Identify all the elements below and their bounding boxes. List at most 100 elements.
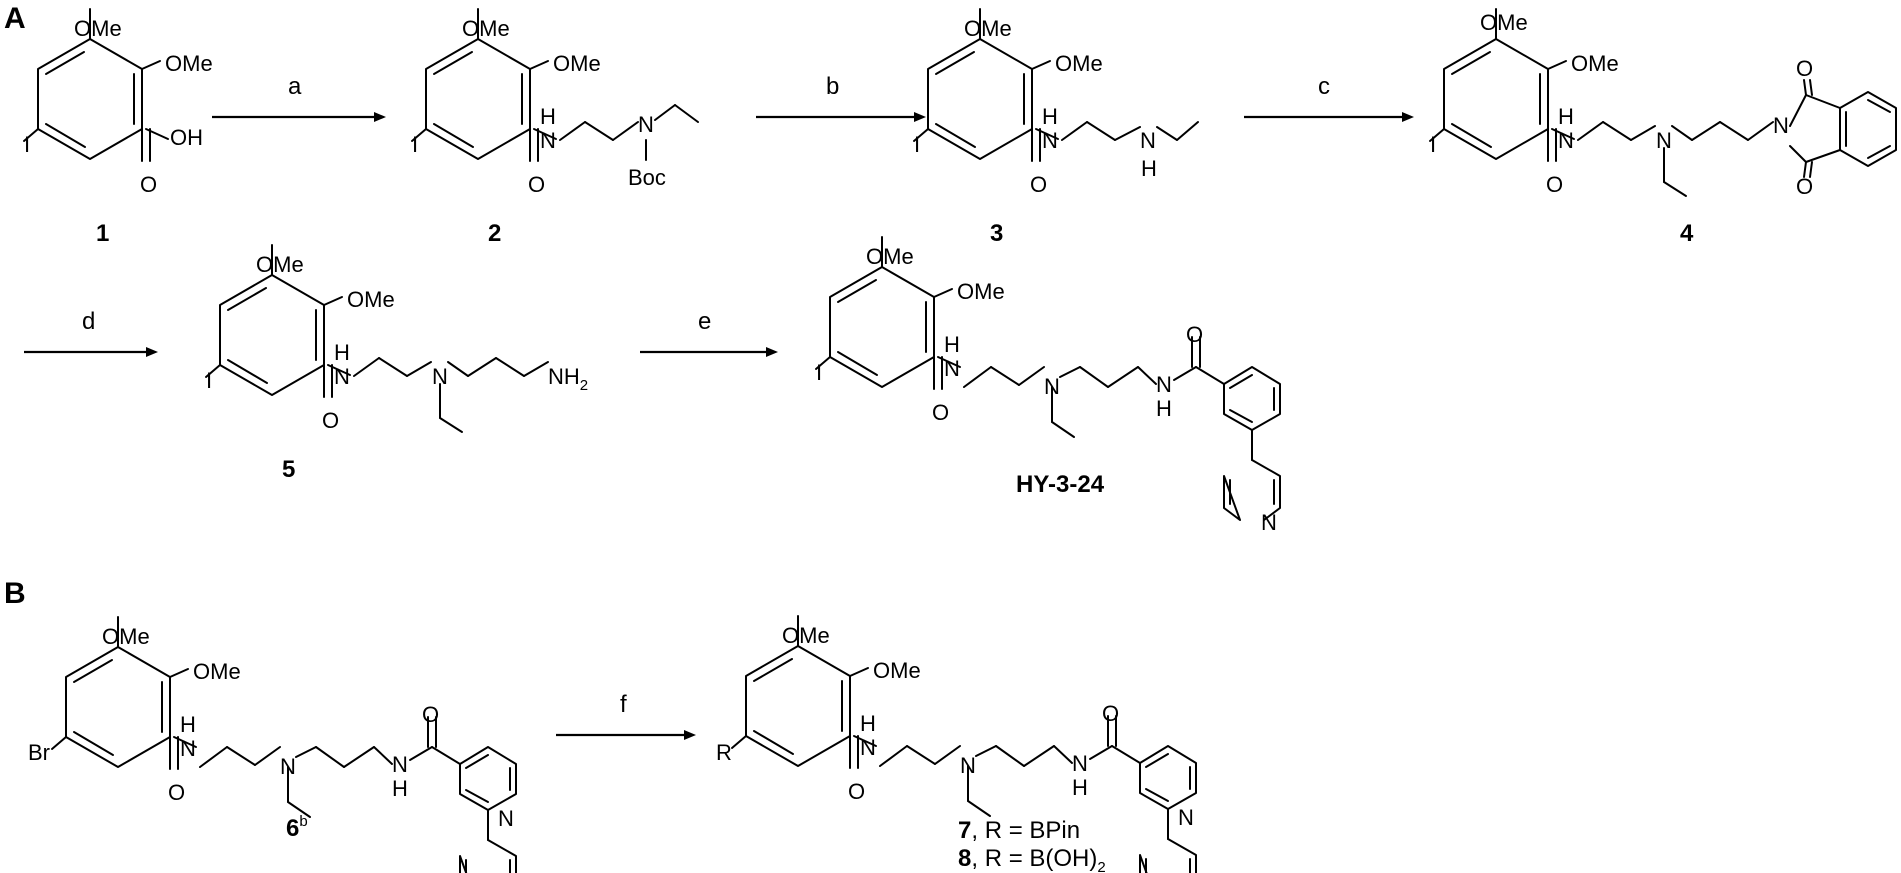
- atom-amide-nh-h: H: [1558, 104, 1574, 129]
- atom-carbonyl-o: O: [528, 172, 545, 197]
- atom-ome-meta: OMe: [462, 16, 510, 41]
- atom-amide-nh-h: H: [944, 332, 960, 357]
- atom-primary-amine: NH2: [548, 364, 588, 394]
- atom-amine-n: N: [280, 754, 296, 779]
- atom-ome-ortho: OMe: [193, 659, 241, 684]
- arrow-a: a: [212, 73, 386, 122]
- atom-amide2-n: N: [1156, 372, 1172, 397]
- atom-iodo: I: [206, 368, 212, 393]
- atom-pyridine-n: N: [1178, 805, 1194, 830]
- compound-label-3: 3: [990, 220, 1003, 247]
- atom-iodo: I: [412, 132, 418, 157]
- atom-ome-ortho: OMe: [347, 287, 395, 312]
- compound-label-hy-3-24: HY-3-24: [1016, 471, 1105, 498]
- compound-2-structure: OMe OMe I H N O N Boc 2: [411, 8, 699, 247]
- reagent-label-a: a: [288, 73, 302, 100]
- atom-amide-n: N: [540, 128, 556, 153]
- compound-label-7: 7, R = BPin: [958, 817, 1080, 844]
- compound-label-4: 4: [1680, 220, 1694, 247]
- atom-iodo: I: [816, 360, 822, 385]
- atom-carbonyl-o: O: [322, 408, 339, 433]
- atom-iodo: I: [24, 132, 30, 157]
- atom-amide-n: N: [1042, 128, 1058, 153]
- compound-label-2: 2: [488, 220, 501, 247]
- reagent-label-f: f: [620, 691, 627, 718]
- reagent-label-c: c: [1318, 73, 1330, 100]
- atom-carbonyl-o: O: [1030, 172, 1047, 197]
- arrow-e: e: [640, 308, 778, 357]
- compound-4-structure: OMe OMe I H N O N N O O 4: [1429, 8, 1897, 247]
- atom-carbonyl-o: O: [140, 172, 157, 197]
- atom-bromo: Br: [28, 740, 50, 765]
- reagent-label-b: b: [826, 73, 839, 100]
- reagent-label-e: e: [698, 308, 711, 335]
- atom-amine-h: H: [1141, 156, 1157, 181]
- atom-ome-meta: OMe: [964, 16, 1012, 41]
- atom-amide-n: N: [1558, 128, 1574, 153]
- atom-iodo: I: [914, 132, 920, 157]
- atom-amine-n: N: [432, 364, 448, 389]
- atom-carbonyl-o: O: [1546, 172, 1563, 197]
- compound-5-structure: OMe OMe I H N O N NH2 5: [205, 244, 588, 483]
- arrow-c: c: [1244, 73, 1414, 122]
- atom-amide-n: N: [944, 356, 960, 381]
- atom-amine-n: N: [1044, 374, 1060, 399]
- atom-ome-meta: OMe: [866, 244, 914, 269]
- arrow-f: f: [556, 691, 696, 740]
- atom-carbonyl2-o: O: [422, 702, 439, 727]
- atom-amine-n: N: [638, 112, 654, 137]
- atom-iodo: I: [1430, 132, 1436, 157]
- reagent-label-d: d: [82, 308, 95, 335]
- atom-oh: OH: [170, 125, 203, 150]
- atom-ome-ortho: OMe: [1055, 51, 1103, 76]
- atom-amide2-n: N: [1072, 751, 1088, 776]
- atom-ome-meta: OMe: [782, 623, 830, 648]
- atom-carbonyl2-o: O: [1102, 701, 1119, 726]
- arrow-d: d: [24, 308, 158, 357]
- atom-amine-n: N: [1140, 128, 1156, 153]
- panel-label-a: A: [4, 2, 26, 35]
- atom-carbonyl-o: O: [168, 780, 185, 805]
- atom-ome-ortho: OMe: [553, 51, 601, 76]
- atom-amide2-h: H: [392, 776, 408, 801]
- atom-ome-meta: OMe: [102, 624, 150, 649]
- atom-r-group: R: [716, 740, 732, 765]
- compound-6-structure: OMe OMe Br H N O N N H O N N 6b: [28, 616, 517, 873]
- atom-amide-nh-h: H: [1042, 104, 1058, 129]
- atom-imide-o-top: O: [1796, 56, 1813, 81]
- atom-ome-ortho: OMe: [957, 279, 1005, 304]
- atom-amide-nh-h: H: [334, 340, 350, 365]
- atom-carbonyl-o: O: [932, 400, 949, 425]
- atom-amide-n: N: [860, 735, 876, 760]
- atom-imide-n: N: [1773, 113, 1789, 138]
- atom-amide-nh-h: H: [540, 104, 556, 129]
- compound-3-structure: OMe OMe I H N O N H 3: [913, 8, 1199, 247]
- atom-boc: Boc: [628, 165, 666, 190]
- compound-label-1: 1: [96, 220, 109, 247]
- atom-amide2-h: H: [1072, 775, 1088, 800]
- compound-hy-3-24-structure: OMe OMe I H N O N N H O N HY-3-24: [815, 236, 1281, 535]
- compound-label-5: 5: [282, 456, 295, 483]
- atom-amine-n: N: [960, 753, 976, 778]
- atom-amide-nh-h: H: [180, 712, 196, 737]
- compound-label-8: 8, R = B(OH)2: [958, 845, 1106, 873]
- atom-ome-meta: OMe: [74, 16, 122, 41]
- arrow-b: b: [756, 73, 926, 122]
- atom-ome-ortho: OMe: [873, 658, 921, 683]
- atom-ome-ortho: OMe: [165, 51, 213, 76]
- atom-amide2-n: N: [392, 752, 408, 777]
- atom-amide-n: N: [334, 364, 350, 389]
- atom-ome-meta: OMe: [1480, 10, 1528, 35]
- compound-1-structure: OMe OMe OH I O 1: [23, 8, 213, 247]
- atom-amine-n: N: [1656, 128, 1672, 153]
- atom-ome-meta: OMe: [256, 252, 304, 277]
- atom-pyridine-n: N: [1261, 510, 1277, 535]
- atom-amide-n: N: [180, 736, 196, 761]
- atom-imide-o-bottom: O: [1796, 174, 1813, 199]
- atom-amide2-h: H: [1156, 396, 1172, 421]
- compound-label-6: 6b: [286, 813, 308, 842]
- atom-carbonyl-o: O: [848, 779, 865, 804]
- compound-7-8-structure: OMe OMe R H N O N N H O N 7, R = BPin 8,…: [716, 615, 1197, 873]
- atom-ome-ortho: OMe: [1571, 51, 1619, 76]
